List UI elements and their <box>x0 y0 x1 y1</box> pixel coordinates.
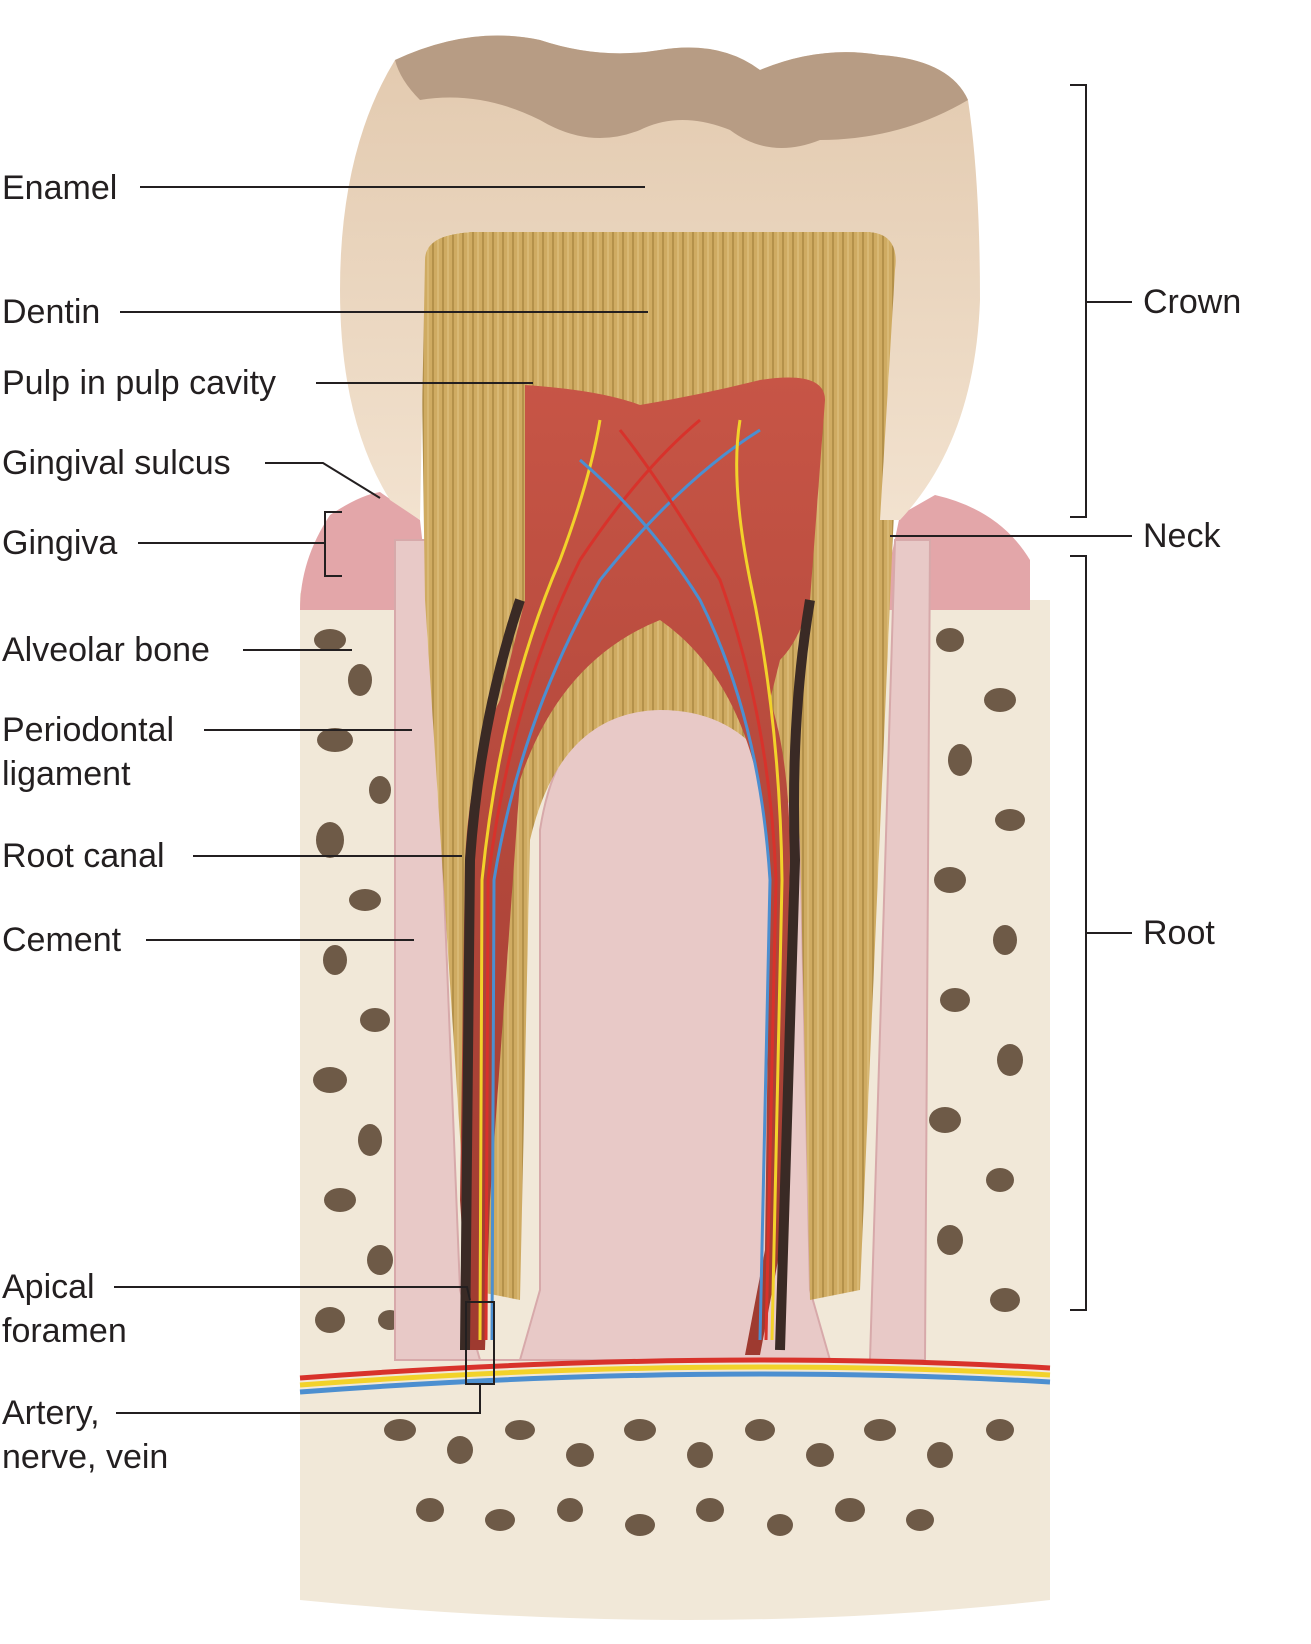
apical-foramen-box <box>465 1301 495 1385</box>
label-vessels-line2: nerve, vein <box>2 1438 169 1476</box>
label-dentin: Dentin <box>2 293 101 331</box>
label-periodontal-ligament: Periodontal ligament <box>2 708 174 796</box>
leader-gingiva-bracket <box>324 511 342 577</box>
label-apical-line1: Apical <box>2 1268 95 1306</box>
label-enamel: Enamel <box>2 169 118 207</box>
vessel-bundle <box>299 1357 1051 1395</box>
bracket-crown <box>1070 84 1087 518</box>
root-canal-dark-edge-right <box>775 599 815 1351</box>
label-gingiva: Gingiva <box>2 524 118 562</box>
leader-gingival-sulcus <box>265 462 381 499</box>
label-root-canal: Root canal <box>2 837 165 875</box>
label-periodontal-line1: Periodontal <box>2 711 175 749</box>
leader-lines <box>114 84 1132 1414</box>
enamel-occlusal-surface <box>395 35 968 148</box>
bracket-root <box>1070 555 1087 1311</box>
label-vessels: Artery, nerve, vein <box>2 1391 168 1479</box>
label-alveolar-bone: Alveolar bone <box>2 631 210 669</box>
root-canal-dark-edge <box>460 598 525 1351</box>
label-apical-line2: foramen <box>2 1312 127 1350</box>
label-vessels-line1: Artery, <box>2 1394 100 1432</box>
label-root: Root <box>1143 914 1215 952</box>
label-apical-foramen: Apical foramen <box>2 1265 127 1353</box>
label-periodontal-line2: ligament <box>2 755 131 793</box>
label-crown: Crown <box>1143 283 1242 321</box>
enamel-shape <box>340 35 980 520</box>
label-pulp: Pulp in pulp cavity <box>2 364 277 402</box>
label-neck: Neck <box>1143 517 1221 555</box>
label-gingival-sulcus: Gingival sulcus <box>2 444 231 482</box>
leader-vessels <box>116 1383 481 1414</box>
label-cement: Cement <box>2 921 122 959</box>
pulp-vessels <box>478 418 784 1341</box>
leader-apical-foramen <box>114 1286 471 1301</box>
